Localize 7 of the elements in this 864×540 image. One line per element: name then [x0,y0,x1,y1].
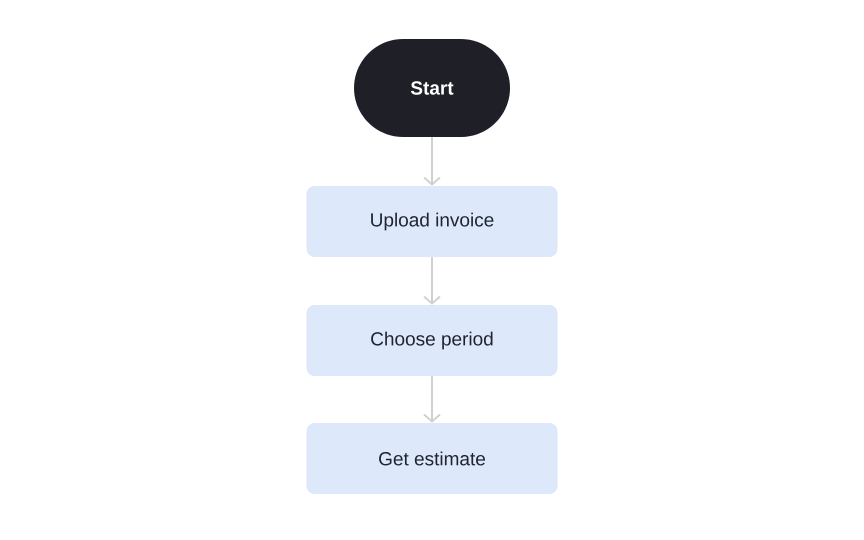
arrow [423,376,441,423]
start-terminal: Start [354,39,510,137]
process-box: Choose period [306,305,558,376]
arrow [423,137,441,186]
process-box: Get estimate [306,422,558,494]
process-box: Upload invoice [306,186,558,257]
arrow [423,257,441,305]
